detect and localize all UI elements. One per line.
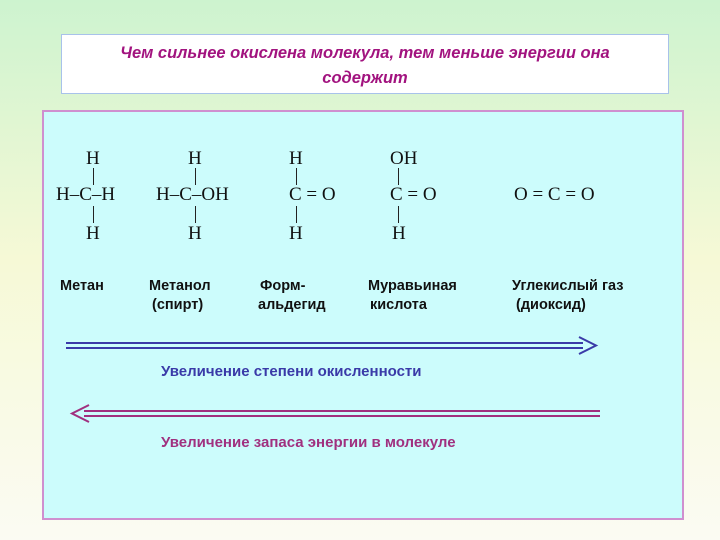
arrow-right-icon (578, 336, 599, 355)
bond-vertical-top (195, 168, 196, 185)
title-line-1: Чем сильнее окислена молекула, тем меньш… (120, 44, 610, 62)
bond-vertical-bottom (398, 206, 399, 223)
formula-main-line: H–C–H (56, 184, 116, 205)
energy-caption: Увеличение запаса энергии в молекуле (161, 434, 456, 451)
formula-bottom-atom: H (289, 223, 303, 244)
formula-top-atom: OH (390, 148, 418, 169)
molecule-name: Форм- (260, 278, 306, 294)
formula-top-atom: H (289, 148, 303, 169)
molecule-name-extra: альдегид (258, 297, 326, 313)
formula-bottom-atom: H (392, 223, 406, 244)
formula-bottom-atom: H (188, 223, 202, 244)
bond-vertical-bottom (93, 206, 94, 223)
arrow-left-icon (69, 404, 90, 423)
molecule-name-extra: (спирт) (152, 297, 204, 313)
title-line-2: содержит (322, 69, 408, 87)
title-box: Чем сильнее окислена молекула, тем меньш… (61, 34, 669, 94)
molecule-name: Муравьиная (368, 278, 457, 294)
formula-bottom-atom: H (86, 223, 100, 244)
bond-vertical-top (296, 168, 297, 185)
formula-main-line: H–C–OH (156, 184, 229, 205)
formula-top-atom: H (86, 148, 100, 169)
bond-vertical-bottom (296, 206, 297, 223)
bond-vertical-bottom (195, 206, 196, 223)
molecule-name: Метан (60, 278, 104, 294)
bond-vertical-top (398, 168, 399, 185)
formula-main-line: C = O (289, 184, 336, 205)
formula-top-atom: H (188, 148, 202, 169)
molecule-name-extra: кислота (370, 297, 427, 313)
oxidation-caption: Увеличение степени окисленности (161, 363, 422, 380)
formula-main-line: C = O (390, 184, 437, 205)
formula-main-line: O = C = O (514, 184, 595, 205)
energy-arrow-shaft (84, 410, 600, 417)
molecule-name: Углекислый газ (512, 278, 624, 294)
diagram-panel (42, 110, 684, 520)
oxidation-arrow-shaft (66, 342, 583, 349)
bond-vertical-top (93, 168, 94, 185)
molecule-name-extra: (диоксид) (516, 297, 586, 313)
molecule-name: Метанол (149, 278, 211, 294)
